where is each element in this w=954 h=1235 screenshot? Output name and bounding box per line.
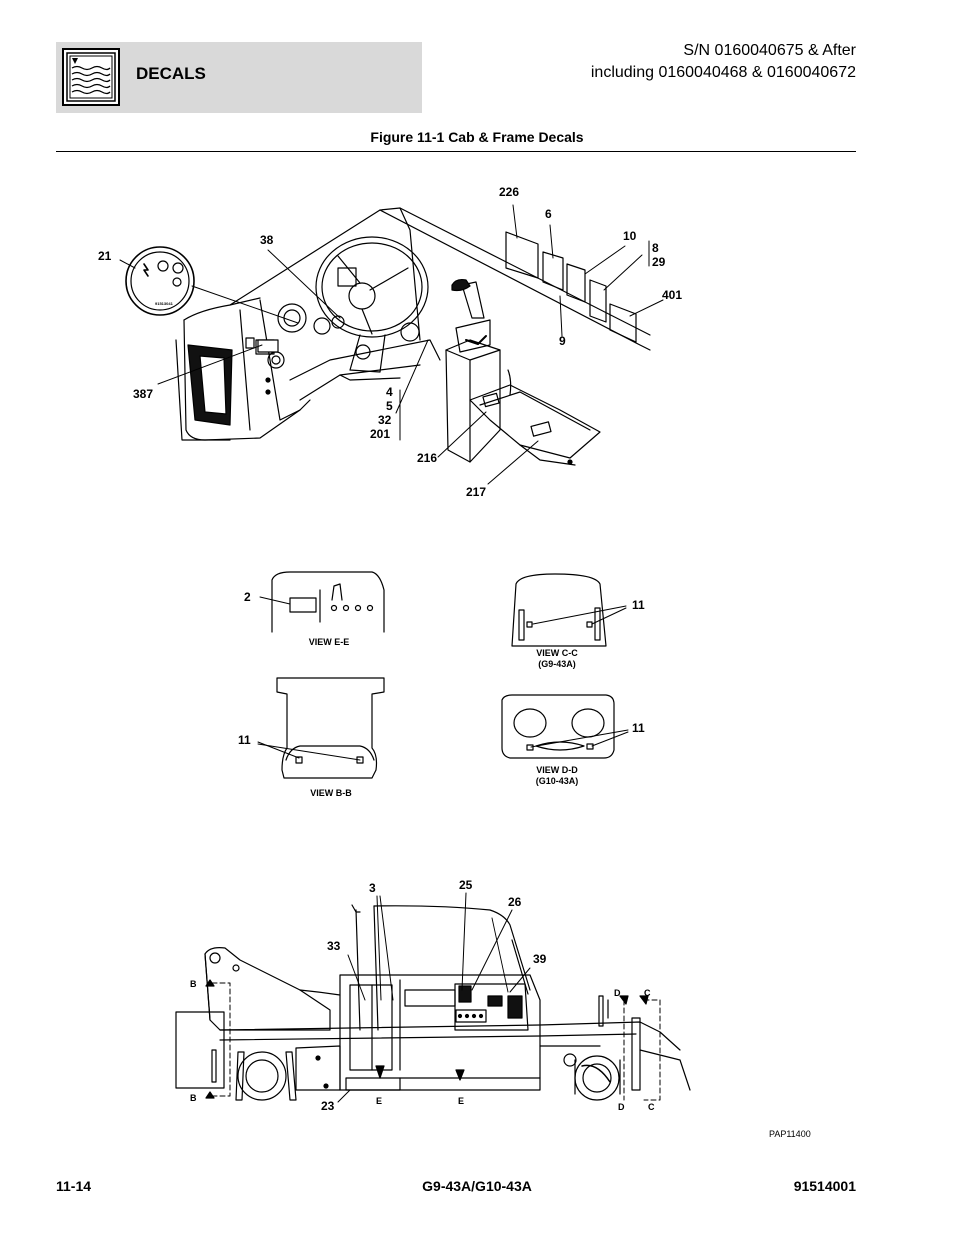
callout-3: 3 (369, 881, 376, 895)
model-number: G9-43A/G10-43A (422, 1178, 532, 1194)
cab-interior-drawing (175, 207, 651, 466)
view-d-d-model: (G10-43A) (535, 776, 579, 786)
callout-387: 387 (133, 387, 154, 401)
callout-8: 8 (652, 241, 659, 255)
callout-10: 10 (623, 229, 637, 243)
callout-11-view-c: 11 (632, 598, 645, 612)
serial-number-line-1: S/N 0160040675 & After (683, 42, 856, 59)
view-b-b-label: VIEW B-B (310, 788, 352, 798)
callout-4: 4 (386, 385, 393, 399)
view-c-c-model: (G9-43A) (538, 659, 576, 669)
frame-side-view-drawing (175, 904, 691, 1101)
section-d-top: D (614, 988, 621, 998)
gauge-decal-text: 91513041 (155, 301, 173, 306)
callout-33: 33 (327, 939, 341, 953)
callout-39: 39 (533, 952, 547, 966)
figure-reference-code: PAP11400 (769, 1129, 811, 1139)
callout-21: 21 (98, 249, 112, 263)
leader-lines-bottom (337, 892, 531, 1103)
section-e-right: E (458, 1096, 465, 1106)
callout-29: 29 (652, 255, 666, 269)
callout-26: 26 (508, 895, 522, 909)
callout-9: 9 (559, 334, 566, 348)
callout-25: 25 (459, 878, 473, 892)
view-b-b-drawing (257, 677, 385, 779)
section-b-bottom: B (190, 1093, 197, 1103)
section-c-bottom: C (648, 1102, 655, 1112)
callout-32: 32 (378, 413, 392, 427)
callout-201: 201 (370, 427, 391, 441)
callout-23: 23 (321, 1099, 335, 1113)
callout-5: 5 (386, 399, 393, 413)
section-c-top: C (644, 988, 651, 998)
part-number: 91514001 (793, 1178, 856, 1194)
view-d-d-drawing (501, 694, 629, 759)
section-b-top: B (190, 979, 197, 989)
manual-book-icon (62, 48, 120, 106)
callout-401: 401 (662, 288, 683, 302)
callout-2: 2 (244, 590, 251, 604)
figure-title: Figure 11-1 Cab & Frame Decals (370, 129, 584, 145)
callout-11-view-b: 11 (238, 733, 251, 747)
gauge-decal-detail (125, 246, 195, 316)
callout-216: 216 (417, 451, 438, 465)
section-e-left: E (376, 1096, 383, 1106)
page-number: 11-14 (56, 1178, 92, 1194)
callout-11-view-d: 11 (632, 721, 645, 735)
view-d-d-label: VIEW D-D (536, 765, 578, 775)
section-title: DECALS (136, 64, 206, 83)
view-c-c-drawing (511, 573, 627, 647)
section-d-bottom: D (618, 1102, 625, 1112)
view-e-e-label: VIEW E-E (308, 637, 350, 647)
header-divider (56, 151, 856, 152)
leader-lines-top (119, 204, 664, 485)
callout-226: 226 (499, 185, 520, 199)
view-e-e-drawing (259, 571, 385, 633)
serial-number-line-2: including 0160040468 & 0160040672 (590, 64, 856, 81)
callout-38: 38 (260, 233, 274, 247)
callout-6: 6 (545, 207, 552, 221)
view-c-c-label: VIEW C-C (536, 648, 578, 658)
callout-217: 217 (466, 485, 487, 499)
